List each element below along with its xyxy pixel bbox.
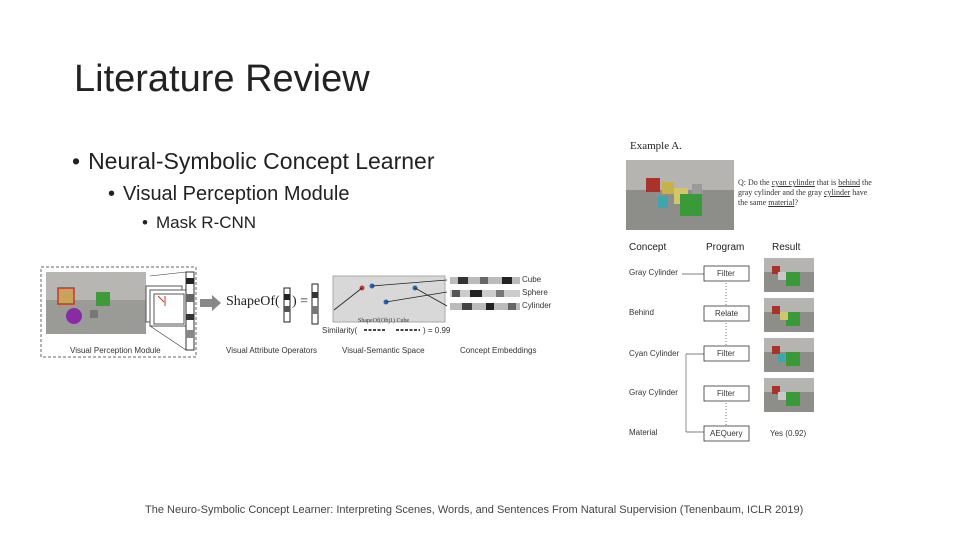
header-program: Program xyxy=(706,242,744,253)
concept-row-5: Material xyxy=(629,428,657,437)
concept-row-2: Behind xyxy=(629,308,654,317)
question-cylinder-link[interactable]: cylinder xyxy=(824,188,850,197)
bullet-level-1: • Neural-Symbolic Concept Learner xyxy=(72,148,435,175)
bullet-dot: • xyxy=(72,148,80,175)
question-part: Q: Do the xyxy=(738,178,772,187)
visual-semantic-space xyxy=(333,276,445,322)
result-row-5: Yes (0.92) xyxy=(770,429,806,438)
embedding-label-cylinder: Cylinder xyxy=(522,301,551,310)
header-result: Result xyxy=(772,242,800,253)
citation-text: The Neuro-Symbolic Concept Learner: Inte… xyxy=(145,504,803,516)
header-concept: Concept xyxy=(629,242,666,253)
question-behind-link[interactable]: behind xyxy=(838,178,860,187)
question-cyan-cylinder-link[interactable]: cyan cylinder xyxy=(772,178,815,187)
scene-cube-gold xyxy=(58,288,74,304)
embedding-label-cube: Cube xyxy=(522,275,541,284)
concept-embedding-bars xyxy=(450,277,520,310)
obj-vector xyxy=(284,288,290,322)
example-label: Example A. xyxy=(630,140,682,152)
bullet-level-3: • Mask R-CNN xyxy=(142,213,256,233)
concept-row-4: Gray Cylinder xyxy=(629,388,678,397)
scene-sphere xyxy=(66,308,82,324)
question-part: that is xyxy=(815,178,838,187)
caption-perception: Visual Perception Module xyxy=(70,346,161,355)
program-row-2: Relate xyxy=(715,309,738,318)
example-scene-image xyxy=(626,160,734,230)
concept-row-3: Cyan Cylinder xyxy=(629,349,679,358)
shapeof-label: ShapeOf( xyxy=(226,294,280,310)
similarity-value: ) = 0.99 xyxy=(423,326,450,335)
bullet-text: Neural-Symbolic Concept Learner xyxy=(88,148,434,174)
question-part: ? xyxy=(794,198,798,207)
bullet-level-2: • Visual Perception Module xyxy=(108,183,349,206)
program-row-1: Filter xyxy=(717,269,735,278)
caption-semantic-space: Visual-Semantic Space xyxy=(342,346,425,355)
bullet-text: Visual Perception Module xyxy=(123,183,349,205)
question-material-link[interactable]: material xyxy=(768,198,794,207)
arrow-icon xyxy=(200,295,221,311)
shapeof-close: ) = xyxy=(292,294,308,310)
bullet-text: Mask R-CNN xyxy=(156,213,256,232)
concept-row-1: Gray Cylinder xyxy=(629,268,678,277)
caption-concept-embeddings: Concept Embeddings xyxy=(460,346,537,355)
question-text: Q: Do the cyan cylinder that is behind t… xyxy=(738,178,878,208)
program-row-5: AEQuery xyxy=(710,429,742,438)
result-thumbnails xyxy=(764,258,814,412)
similarity-caption: ShapeOf(Obj1) Cube xyxy=(358,318,409,324)
bullet-dot: • xyxy=(108,183,115,206)
program-row-3: Filter xyxy=(717,349,735,358)
slide-title: Literature Review xyxy=(74,58,370,101)
bullet-dot: • xyxy=(142,213,148,233)
caption-attribute-operators: Visual Attribute Operators xyxy=(226,346,317,355)
perception-pipeline-figure: Visual Perception Module ShapeOf( ) = Cu… xyxy=(40,266,560,366)
similarity-label: Similarity( xyxy=(322,326,357,335)
example-program-figure: Example A. Q: Do the cyan cylinder that … xyxy=(624,138,894,443)
program-row-4: Filter xyxy=(717,389,735,398)
embedding-label-sphere: Sphere xyxy=(522,288,548,297)
scene-cube-green xyxy=(96,292,110,306)
